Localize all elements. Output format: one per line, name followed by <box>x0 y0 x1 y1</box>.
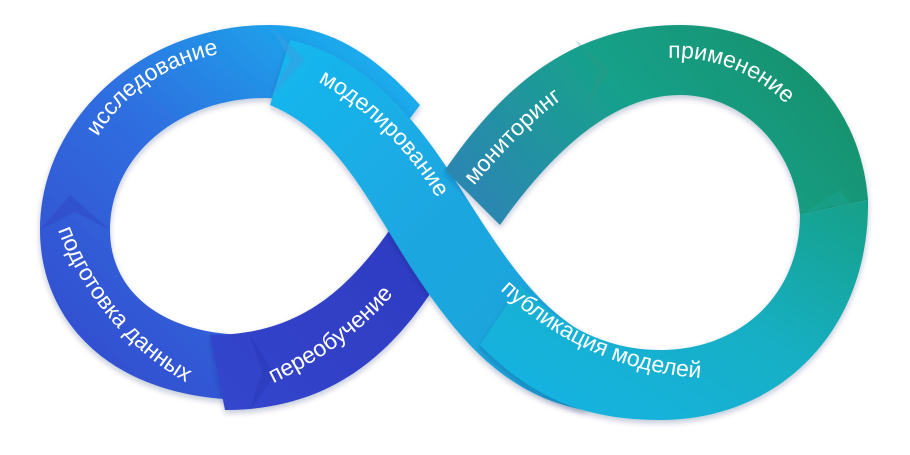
arrow-notch-research-icon <box>270 25 305 98</box>
arrow-notch-application-icon <box>575 40 610 110</box>
arrow-notch-publishing-icon <box>800 190 868 225</box>
loop-segment-left-outer <box>40 25 420 400</box>
arrow-notch-retraining-icon <box>250 335 275 410</box>
loop-segment-publishing <box>480 200 869 420</box>
loop-segment-monitoring <box>445 25 868 225</box>
arrow-notch-data-prep-icon <box>40 195 110 230</box>
loop-segment-retraining <box>210 215 445 410</box>
